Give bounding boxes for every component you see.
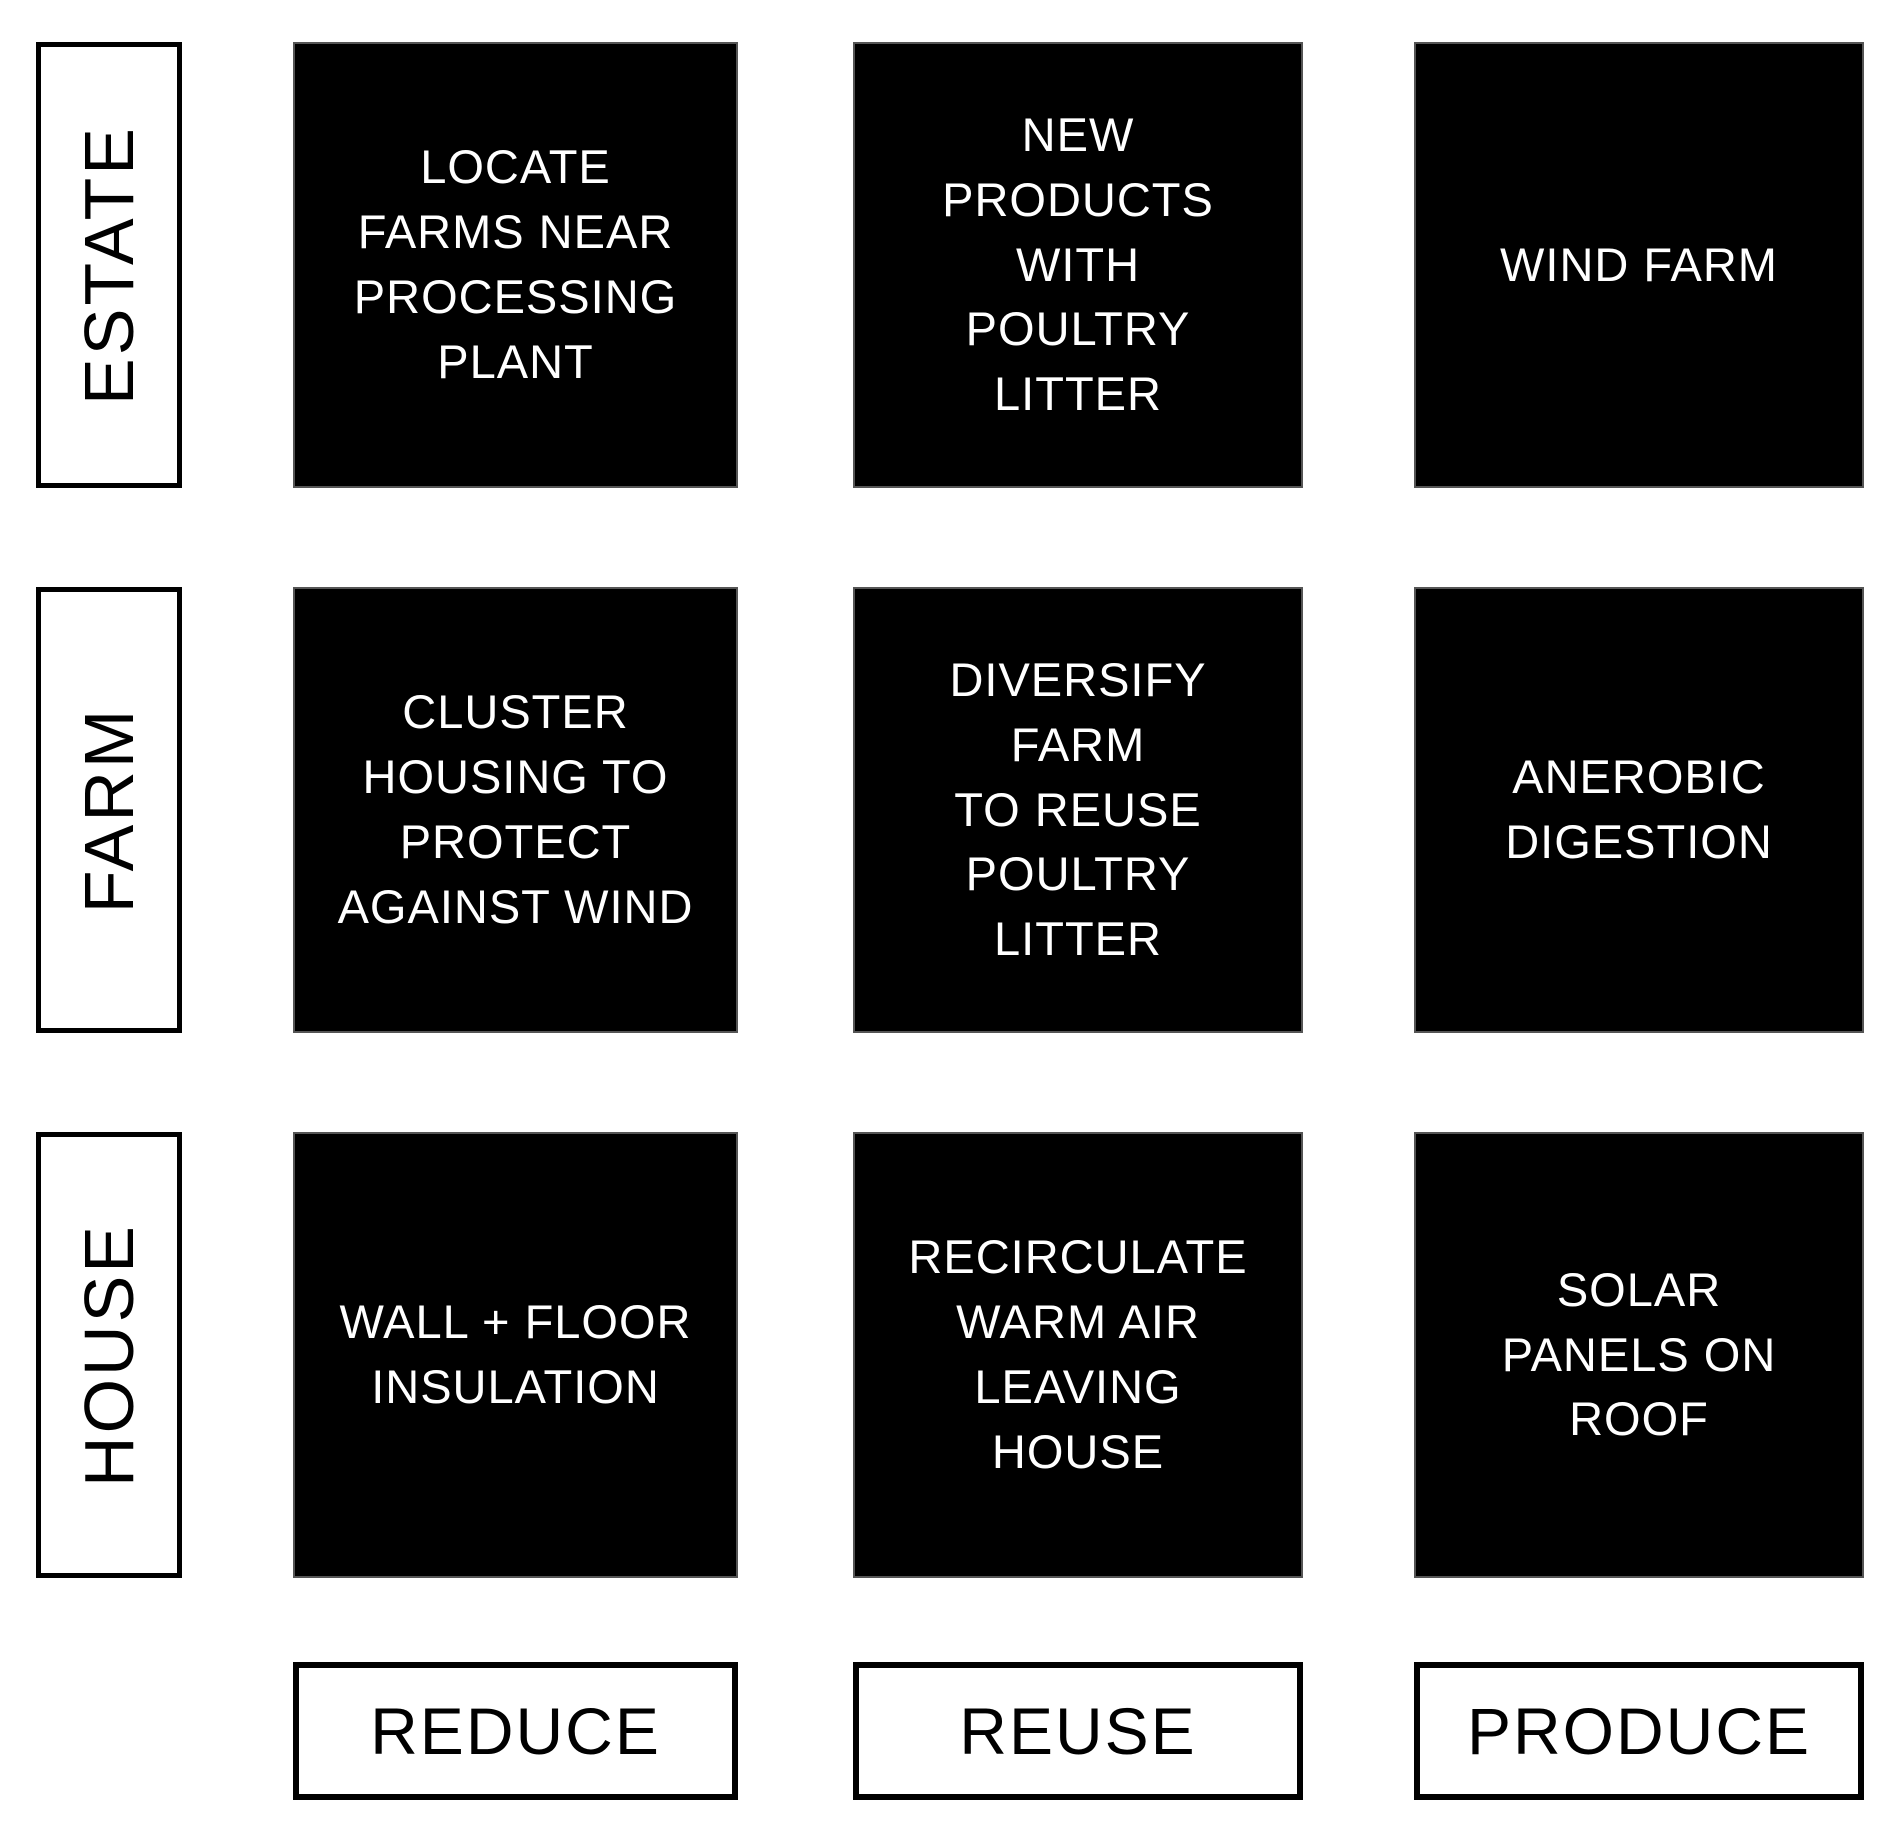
cell-house-reduce-text: WALL + FLOOR INSULATION (339, 1295, 692, 1413)
cell-farm-reuse-text: DIVERSIFY FARM TO REUSE POULTRY LITTER (949, 652, 1207, 966)
column-label-reduce: REDUCE (293, 1662, 738, 1800)
cell-estate-reuse: NEW PRODUCTS WITH POULTRY LITTER (853, 42, 1303, 488)
cell-farm-reduce-text: CLUSTER HOUSING TO PROTECT AGAINST WIND (337, 685, 694, 933)
row-label-farm-text: FARM (70, 706, 149, 914)
row-label-estate: ESTATE (36, 42, 182, 488)
cell-estate-reduce-text: LOCATE FARMS NEAR PROCESSING PLANT (353, 140, 678, 388)
cell-house-reduce: WALL + FLOOR INSULATION (293, 1132, 738, 1578)
cell-house-produce-text: SOLAR PANELS ON ROOF (1501, 1262, 1777, 1446)
cell-estate-produce-text: WIND FARM (1500, 237, 1778, 291)
cell-estate-produce: WIND FARM (1414, 42, 1864, 488)
cell-estate-reuse-text: NEW PRODUCTS WITH POULTRY LITTER (942, 107, 1214, 421)
cell-house-reuse-text: RECIRCULATE WARM AIR LEAVING HOUSE (908, 1230, 1248, 1478)
row-label-house-text: HOUSE (70, 1223, 148, 1487)
cell-farm-produce: ANEROBIC DIGESTION (1414, 587, 1864, 1033)
row-label-house: HOUSE (36, 1132, 182, 1578)
cell-house-produce: SOLAR PANELS ON ROOF (1414, 1132, 1864, 1578)
column-label-produce-text: PRODUCE (1466, 1694, 1812, 1768)
cell-farm-reduce: CLUSTER HOUSING TO PROTECT AGAINST WIND (293, 587, 738, 1033)
cell-farm-reuse: DIVERSIFY FARM TO REUSE POULTRY LITTER (853, 587, 1303, 1033)
cell-farm-produce-text: ANEROBIC DIGESTION (1505, 750, 1773, 868)
cell-estate-reduce: LOCATE FARMS NEAR PROCESSING PLANT (293, 42, 738, 488)
column-label-produce: PRODUCE (1414, 1662, 1864, 1800)
row-label-farm: FARM (36, 587, 182, 1033)
row-label-estate-text: ESTATE (70, 125, 149, 405)
column-label-reduce-text: REDUCE (370, 1694, 661, 1768)
column-label-reuse: REUSE (853, 1662, 1303, 1800)
column-label-reuse-text: REUSE (959, 1694, 1197, 1768)
cell-house-reuse: RECIRCULATE WARM AIR LEAVING HOUSE (853, 1132, 1303, 1578)
